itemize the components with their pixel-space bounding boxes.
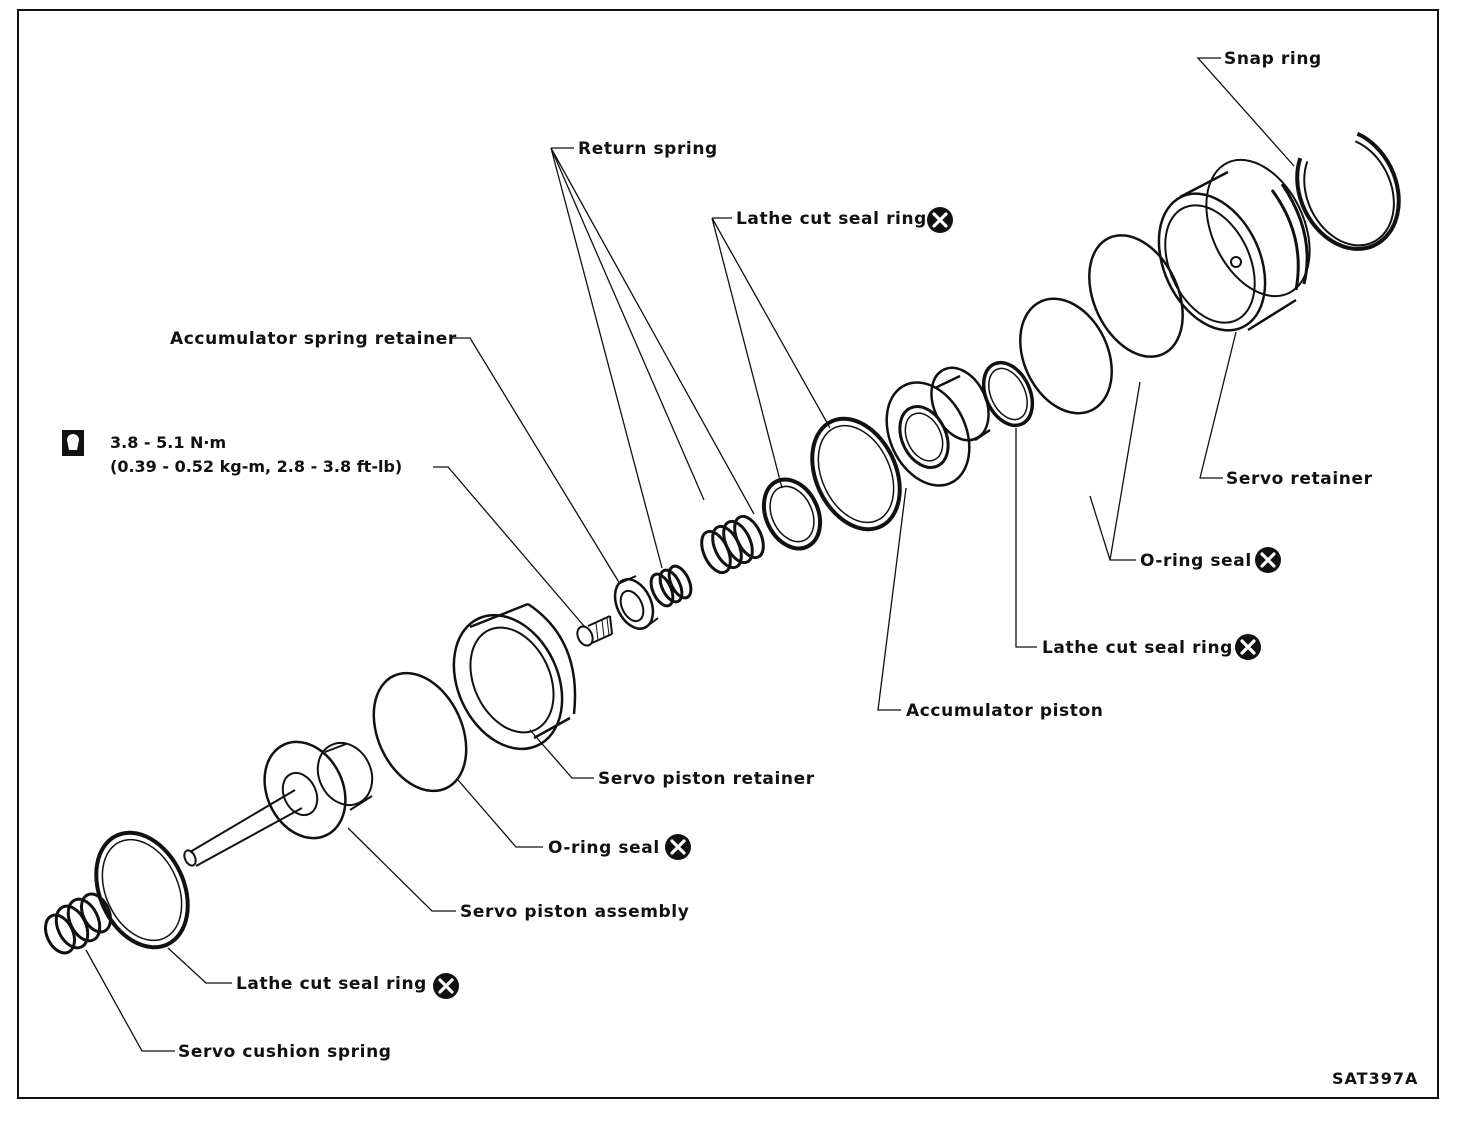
lathe-cut-seal-ring-top-large-part xyxy=(810,416,902,532)
label-servo-retainer: Servo retainer xyxy=(1226,469,1373,489)
o-ring-seal-lower-part xyxy=(372,671,468,793)
label-accumulator-piston: Accumulator piston xyxy=(906,701,1103,721)
label-o-ring-seal-lower: O-ring seal xyxy=(548,838,660,858)
label-lathe-cut-seal-ring-lower: Lathe cut seal ring xyxy=(236,974,427,994)
o-ring-seal-right-part xyxy=(1019,297,1113,415)
lathe-cut-seal-ring-top-small-part xyxy=(761,477,823,551)
reference-code: SAT397A xyxy=(1332,1069,1418,1088)
label-o-ring-seal-right: O-ring seal xyxy=(1140,551,1252,571)
torque-spec-line2: (0.39 - 0.52 kg-m, 2.8 - 3.8 ft-lb) xyxy=(110,457,402,476)
label-lathe-cut-seal-ring-top: Lathe cut seal ring xyxy=(736,209,927,229)
label-return-spring: Return spring xyxy=(578,139,718,159)
x-circle-icon xyxy=(431,971,461,1001)
wrench-icon xyxy=(62,430,84,456)
servo-piston-assembly-part xyxy=(183,740,374,867)
leader-lines xyxy=(85,57,1295,1052)
label-accumulator-spring-retainer: Accumulator spring retainer xyxy=(170,329,457,349)
diagram-frame xyxy=(17,9,1439,1099)
label-servo-cushion-spring: Servo cushion spring xyxy=(178,1042,392,1062)
label-servo-piston-assembly: Servo piston assembly xyxy=(460,902,689,922)
servo-piston-retainer-part xyxy=(452,602,577,751)
bolt-part xyxy=(576,615,613,647)
x-circle-icon xyxy=(1233,632,1263,662)
return-spring-large-part xyxy=(700,514,765,575)
accumulator-piston-part xyxy=(885,366,991,487)
snap-ring-part xyxy=(1295,131,1401,251)
lathe-cut-seal-ring-lower-part xyxy=(94,830,190,950)
servo-cushion-spring-part xyxy=(43,892,113,955)
label-snap-ring: Snap ring xyxy=(1224,49,1322,69)
servo-retainer-part xyxy=(1157,158,1311,332)
label-servo-piston-retainer: Servo piston retainer xyxy=(598,769,815,789)
accumulator-spring-retainer-part xyxy=(613,575,659,630)
torque-spec-line1: 3.8 - 5.1 N·m xyxy=(110,433,226,452)
x-circle-icon xyxy=(925,205,955,235)
o-ring-seal-right-large-part xyxy=(1088,234,1184,358)
label-lathe-cut-seal-ring-right: Lathe cut seal ring xyxy=(1042,638,1233,658)
return-spring-small-part xyxy=(649,564,693,608)
x-circle-icon xyxy=(663,832,693,862)
x-circle-icon xyxy=(1253,545,1283,575)
